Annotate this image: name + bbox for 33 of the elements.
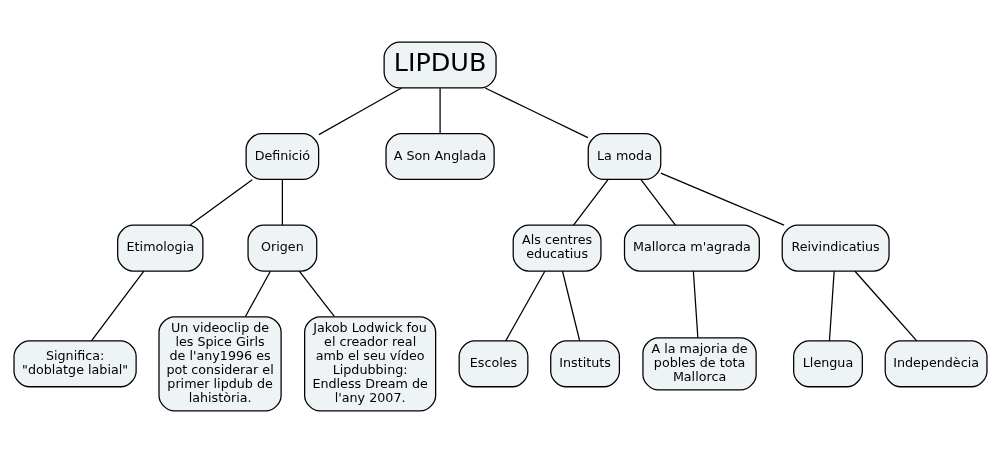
connector: [298, 270, 336, 317]
node-box: Mallorca m'agrada: [623, 224, 760, 272]
node-box: Llengua: [793, 339, 863, 387]
connector: [281, 178, 283, 226]
node-box: LIPDUB: [383, 40, 497, 88]
connector: [640, 178, 677, 226]
node-box: La moda: [587, 132, 662, 180]
connector: [244, 270, 271, 317]
connector: [484, 86, 589, 138]
node-box: Significa: "doblatge labial": [13, 339, 137, 387]
node-box: A la majoria de pobles de tota Mallorca: [642, 336, 757, 391]
connector: [561, 270, 581, 341]
node-box: Etimologia: [117, 224, 204, 272]
connector: [505, 270, 546, 341]
connector: [660, 172, 785, 226]
node-box: Un videoclip de les Spice Girls de l'any1996 es pot considerar el primer lipdub de lahistòria.: [158, 315, 282, 412]
connector: [572, 178, 609, 226]
node-box: Origen: [247, 224, 318, 272]
node-box: Independècia: [884, 339, 988, 387]
connector: [189, 178, 253, 226]
node-box: Reivindicatius: [781, 224, 890, 272]
connector: [318, 86, 403, 135]
node-box: Instituts: [550, 339, 621, 387]
connector: [854, 270, 918, 341]
node-box: Jakob Lodwick fou el creador real amb el seu vídeo Lipdubbing: Endless Dream de l'any 2007.: [304, 315, 437, 412]
connector: [692, 270, 699, 338]
node-box: Escoles: [458, 339, 529, 387]
node-box: A Son Anglada: [385, 132, 495, 180]
connector: [90, 270, 145, 341]
node-box: Definició: [245, 132, 320, 180]
connector: [828, 270, 835, 341]
connector: [439, 87, 441, 134]
node-box: Als centres educatius: [512, 224, 602, 272]
